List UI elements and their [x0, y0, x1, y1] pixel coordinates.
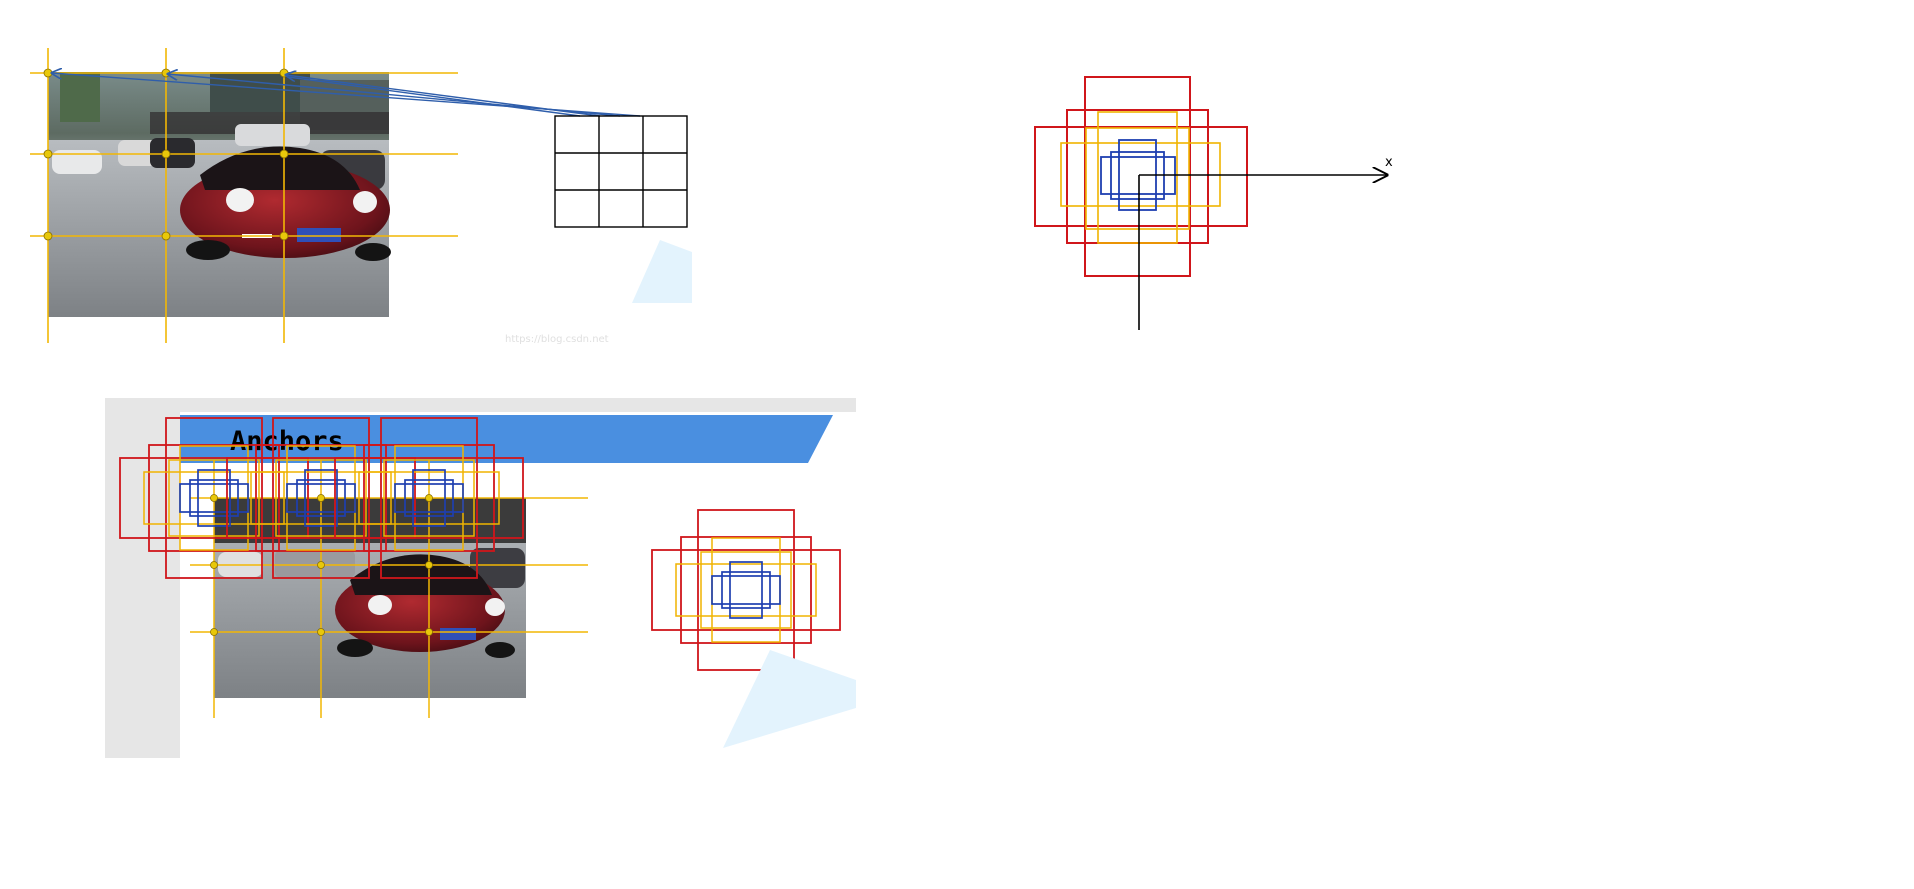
medium-anchor-boxes	[1060, 111, 1221, 244]
light-triangle-bottom	[723, 650, 856, 748]
standalone-anchor-set	[651, 509, 841, 671]
anchor-grid-lines	[30, 48, 458, 343]
anchor-cluster-1	[119, 417, 309, 579]
watermark: https://blog.csdn.net	[505, 334, 609, 345]
anchors-slide-panel: Anchors	[105, 398, 856, 758]
large-anchor-boxes	[1034, 76, 1248, 277]
street-scene-photo	[48, 72, 391, 317]
anchor-shapes-diagram: x	[1034, 76, 1393, 330]
anchor-cluster-3	[334, 417, 524, 579]
slide-anchor-points	[210, 494, 433, 636]
slide-street-scene-photo	[214, 498, 526, 698]
x-axis-label: x	[1385, 155, 1393, 170]
feature-map-grid	[554, 115, 688, 228]
anchor-cluster-2	[226, 417, 416, 579]
light-triangle-top	[632, 240, 692, 303]
slide-grid-lines	[190, 460, 588, 718]
top-photo-panel: https://blog.csdn.net	[30, 48, 692, 345]
slide-title-bar	[180, 415, 833, 463]
coordinate-axes	[1138, 175, 1387, 330]
feature-map-arrows	[52, 73, 641, 117]
